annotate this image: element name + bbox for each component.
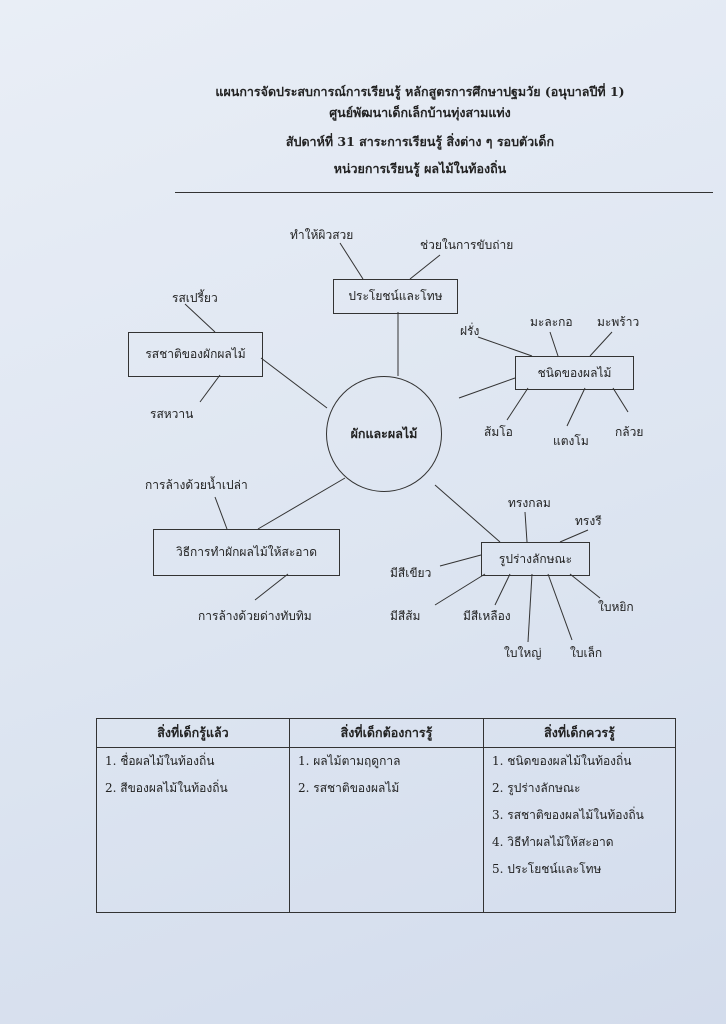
leaf: ใบใหญ่ (504, 646, 542, 660)
week-topic: สัปดาห์ที่ 31 สาระการเรียนรู้ สิ่งต่าง ๆ… (285, 134, 555, 149)
col-header: สิ่งที่เด็กรู้แล้ว (96, 718, 290, 748)
list-item: 1. ชื่อผลไม้ในท้องถิ่น (105, 754, 215, 768)
leaf: การล้างด้วยด่างทับทิม (198, 609, 312, 623)
leaf: ทรงกลม (508, 496, 551, 510)
leaf: รสหวาน (150, 407, 194, 421)
list-item: 4. วิธีทำผลไม้ให้สะอาด (492, 835, 614, 849)
list-item: 1. ผลไม้ตามฤดูกาล (298, 754, 401, 768)
list-item: 1. ชนิดของผลไม้ในท้องถิ่น (492, 754, 632, 768)
list-item: 3. รสชาติของผลไม้ในท้องถิ่น (492, 808, 644, 822)
node-taste: รสชาติของผักผลไม้ (128, 332, 263, 377)
leaf: การล้างด้วยน้ำเปล่า (145, 478, 248, 492)
node-shape: รูปร่างลักษณะ (481, 542, 590, 576)
list-item: 2. สีของผลไม้ในท้องถิ่น (105, 781, 228, 795)
want-cell: 1. ผลไม้ตามฤดูกาล 2. รสชาติของผลไม้ (289, 747, 484, 913)
col-header: สิ่งที่เด็กต้องการรู้ (289, 718, 484, 748)
learning-unit: หน่วยการเรียนรู้ ผลไม้ในท้องถิ่น (333, 161, 507, 176)
leaf: มีสีส้ม (390, 609, 421, 623)
leaf: ทรงรี (575, 514, 602, 528)
leaf: ใบหยิก (598, 600, 634, 614)
leaf: ส้มโอ (484, 425, 513, 439)
plan-title: แผนการจัดประสบการณ์การเรียนรู้ หลักสูตรก… (215, 84, 625, 99)
node-benefit: ประโยชน์และโทษ (333, 279, 458, 314)
knowledge-table: สิ่งที่เด็กรู้แล้ว สิ่งที่เด็กต้องการรู้… (96, 718, 676, 913)
leaf: มีสีเขียว (390, 566, 432, 580)
leaf: ช่วยในการขับถ่าย (420, 238, 514, 252)
node-types: ชนิดของผลไม้ (515, 356, 634, 390)
mindmap-center: ผักและผลไม้ (326, 376, 442, 492)
known-cell: 1. ชื่อผลไม้ในท้องถิ่น 2. สีของผลไม้ในท้อ… (96, 747, 290, 913)
center-name: ศูนย์พัฒนาเด็กเล็กบ้านทุ่งสามแท่ง (329, 105, 511, 120)
list-item: 2. รสชาติของผลไม้ (298, 781, 400, 795)
col-header: สิ่งที่เด็กควรรู้ (483, 718, 676, 748)
leaf: มีสีเหลือง (463, 609, 511, 623)
leaf: ใบเล็ก (570, 646, 603, 660)
leaf: แตงโม (553, 434, 589, 448)
list-item: 2. รูปร่างลักษณะ (492, 781, 581, 795)
list-item: 5. ประโยชน์และโทษ (492, 862, 602, 876)
leaf: ทำให้ผิวสวย (290, 228, 354, 242)
divider (175, 192, 713, 193)
leaf: กล้วย (615, 425, 644, 439)
leaf: มะละกอ (530, 315, 573, 329)
leaf: มะพร้าว (597, 315, 640, 329)
should-cell: 1. ชนิดของผลไม้ในท้องถิ่น 2. รูปร่างลักษณ… (483, 747, 676, 913)
leaf: รสเปรี้ยว (172, 291, 218, 305)
leaf: ฝรั่ง (460, 324, 480, 338)
node-clean: วิธีการทำผักผลไม้ให้สะอาด (153, 529, 340, 576)
